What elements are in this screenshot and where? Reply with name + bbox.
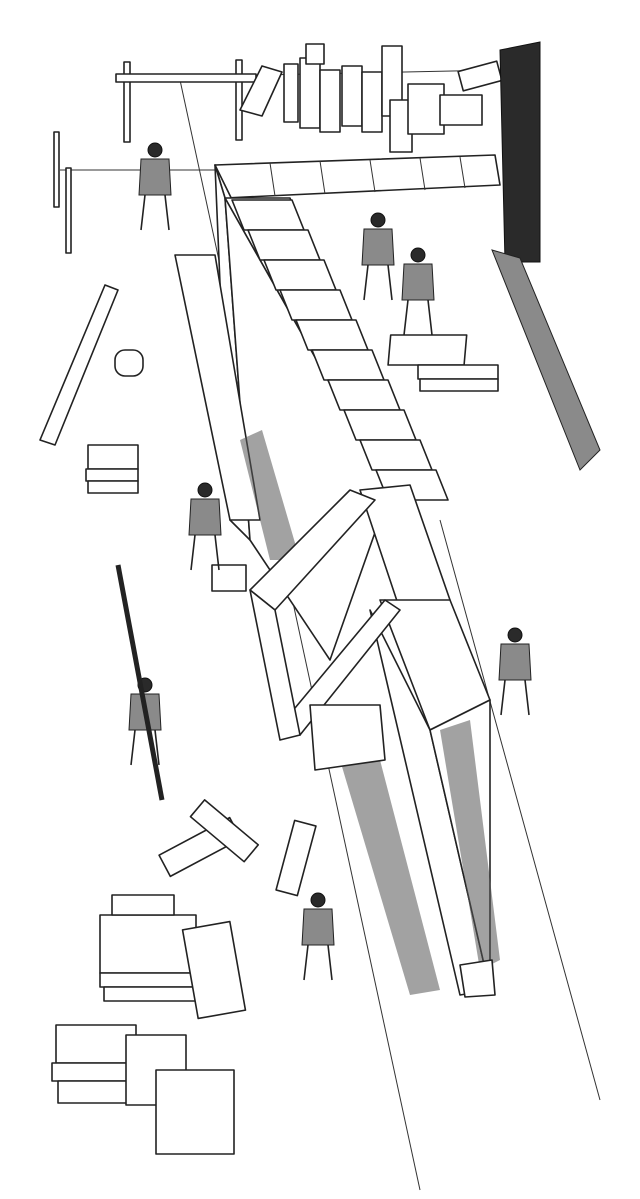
wall-block [231,199,305,231]
worker-figure [301,892,335,981]
wall-block [247,229,321,261]
wall-top-course [214,154,501,199]
workers [115,142,532,981]
slab-stacks [39,284,499,1155]
wall-block [359,439,433,471]
stone-pile-top [239,43,503,153]
worker-figure [498,627,532,716]
tamping-pole [115,564,165,801]
worker-figure [138,142,172,231]
wall-block [295,319,369,351]
string-line-frame [53,59,257,254]
worker-figure [401,247,435,336]
worker-figure [188,482,222,571]
wall-block [279,289,353,321]
wall-block [327,379,401,411]
wall-block [311,349,385,381]
wall-block [263,259,337,291]
wall-block [343,409,417,441]
worker-figure [361,212,395,301]
wooden-pillar [491,41,601,471]
stone-wall-diagonal [174,164,500,998]
